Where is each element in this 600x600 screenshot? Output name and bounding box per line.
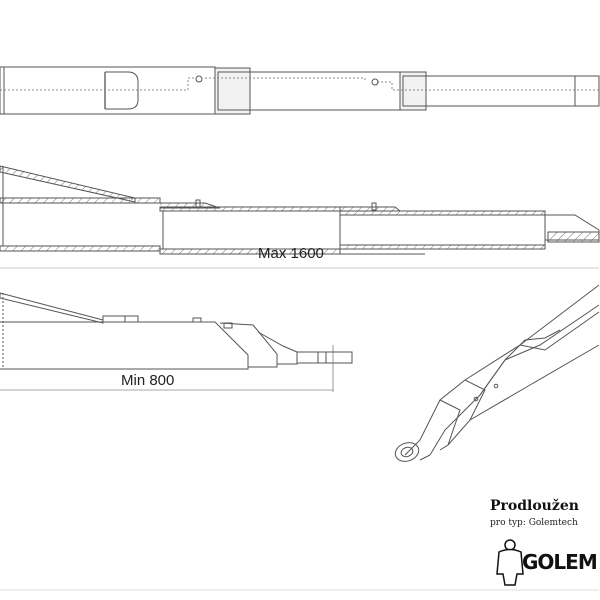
side-view-max	[0, 165, 600, 269]
drawing-subtitle: pro typ: Golemtech	[490, 518, 578, 528]
max-length-label: Max 1600	[258, 245, 324, 262]
side-view-min	[0, 292, 353, 392]
min-length-label: Min 800	[121, 372, 175, 389]
isometric-view	[394, 284, 600, 462]
golem-logo-text: GOLEM	[522, 550, 598, 574]
drawing-title: Prodloužen	[490, 498, 579, 514]
golem-logo-figure	[496, 539, 524, 586]
top-view	[0, 66, 600, 115]
